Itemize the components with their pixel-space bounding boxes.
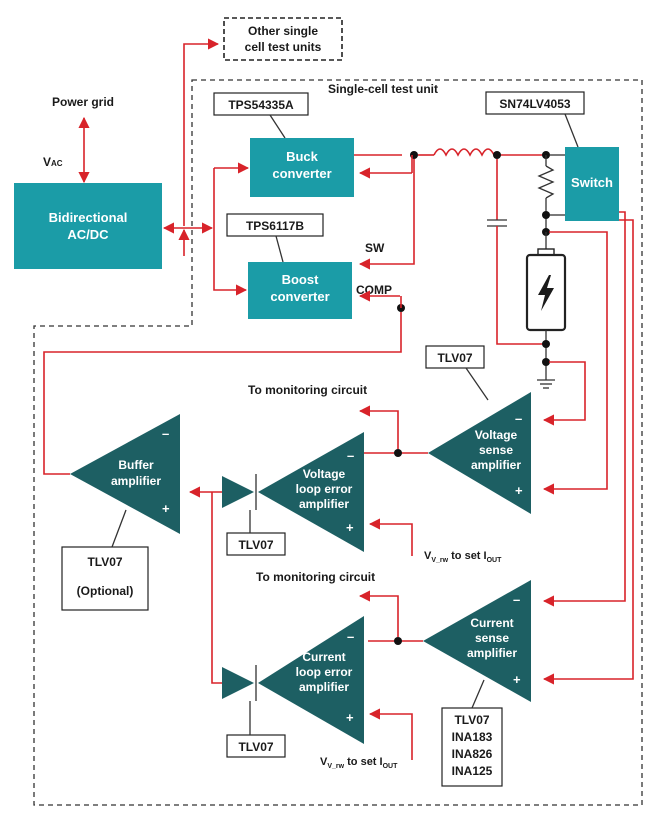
single-cell-title: Single-cell test unit xyxy=(328,82,438,96)
buffer-line1: Buffer xyxy=(118,458,154,472)
voltage-sense-part: TLV07 xyxy=(437,351,472,365)
current-sense-part-0: TLV07 xyxy=(454,713,489,727)
current-sense-amplifier xyxy=(423,580,531,702)
current-sense-minus: – xyxy=(513,592,520,607)
buck-line2: converter xyxy=(272,166,331,181)
current-loop-minus: – xyxy=(347,629,354,644)
power-grid-label: Power grid xyxy=(52,95,114,109)
voltage-loop-part-box xyxy=(226,532,286,556)
comp-label: COMP xyxy=(356,283,392,297)
switch-box xyxy=(565,147,619,221)
single-cell-boundary xyxy=(33,79,643,806)
voltage-sense-part-box xyxy=(425,345,485,369)
buffer-line2: amplifier xyxy=(111,474,161,488)
acdc-line2: AC/DC xyxy=(67,227,109,242)
other-units-line2: cell test units xyxy=(245,40,322,54)
buck-part-box xyxy=(213,92,309,116)
inductor xyxy=(433,148,495,157)
voltage-sense-line3: amplifier xyxy=(471,458,521,472)
lightning-icon xyxy=(538,275,554,311)
diode-voltage xyxy=(222,476,254,508)
buffer-note: (Optional) xyxy=(77,584,134,598)
voltage-loop-line1: Voltage xyxy=(303,467,346,481)
vset-v-label: VV_rw to set IOUT xyxy=(424,550,502,564)
voltage-loop-line2: loop error xyxy=(296,482,353,496)
voltage-loop-plus: + xyxy=(346,520,354,535)
switch-label: Switch xyxy=(571,175,613,190)
other-units-box xyxy=(223,17,343,61)
vset-i-label: VV_rw to set IOUT xyxy=(320,756,398,770)
switch-part-box xyxy=(485,91,585,115)
boost-converter-box xyxy=(248,262,352,319)
acdc-box xyxy=(14,183,162,269)
current-sense-part-2: INA826 xyxy=(452,747,493,761)
buck-converter-box xyxy=(250,138,354,197)
buffer-minus: – xyxy=(162,426,169,441)
sense-resistor xyxy=(537,165,555,199)
buck-part: TPS54335A xyxy=(228,98,294,112)
current-loop-line2: loop error xyxy=(296,665,353,679)
voltage-sense-amplifier xyxy=(428,392,531,514)
sw-label: SW xyxy=(365,241,385,255)
current-loop-line3: amplifier xyxy=(299,680,349,694)
buffer-amplifier xyxy=(70,414,180,534)
vac-label: VAC xyxy=(43,155,63,169)
to-monitoring-1: To monitoring circuit xyxy=(248,383,367,397)
current-loop-part: TLV07 xyxy=(238,740,273,754)
voltage-loop-minus: – xyxy=(347,448,354,463)
current-sense-part-3: INA125 xyxy=(452,764,493,778)
voltage-sense-plus: + xyxy=(515,483,523,498)
boost-line2: converter xyxy=(270,289,329,304)
buffer-part: TLV07 xyxy=(87,555,122,569)
voltage-loop-part: TLV07 xyxy=(238,538,273,552)
voltage-loop-amplifier xyxy=(258,432,364,552)
buffer-plus: + xyxy=(162,501,170,516)
current-sense-parts-box xyxy=(441,707,503,787)
current-sense-line1: Current xyxy=(470,616,513,630)
boost-line1: Boost xyxy=(282,272,320,287)
acdc-line1: Bidirectional xyxy=(49,210,128,225)
switch-part: SN74LV4053 xyxy=(499,97,570,111)
voltage-sense-line1: Voltage xyxy=(475,428,518,442)
current-sense-line2: sense xyxy=(475,631,509,645)
current-loop-amplifier xyxy=(258,616,364,744)
current-sense-line3: amplifier xyxy=(467,646,517,660)
current-sense-plus: + xyxy=(513,672,521,687)
buck-line1: Buck xyxy=(286,149,319,164)
voltage-sense-line2: sense xyxy=(479,443,513,457)
buffer-part-box xyxy=(61,546,149,611)
current-loop-plus: + xyxy=(346,710,354,725)
diode-current xyxy=(222,667,254,699)
current-loop-part-box xyxy=(226,734,286,758)
current-sense-part-1: INA183 xyxy=(452,730,493,744)
voltage-loop-line3: amplifier xyxy=(299,497,349,511)
boost-part: TPS6117B xyxy=(246,219,304,233)
boost-part-box xyxy=(226,213,324,237)
other-units-line1: Other single xyxy=(248,24,318,38)
to-monitoring-2: To monitoring circuit xyxy=(256,570,375,584)
current-loop-line1: Current xyxy=(302,650,345,664)
voltage-sense-minus: – xyxy=(515,411,522,426)
